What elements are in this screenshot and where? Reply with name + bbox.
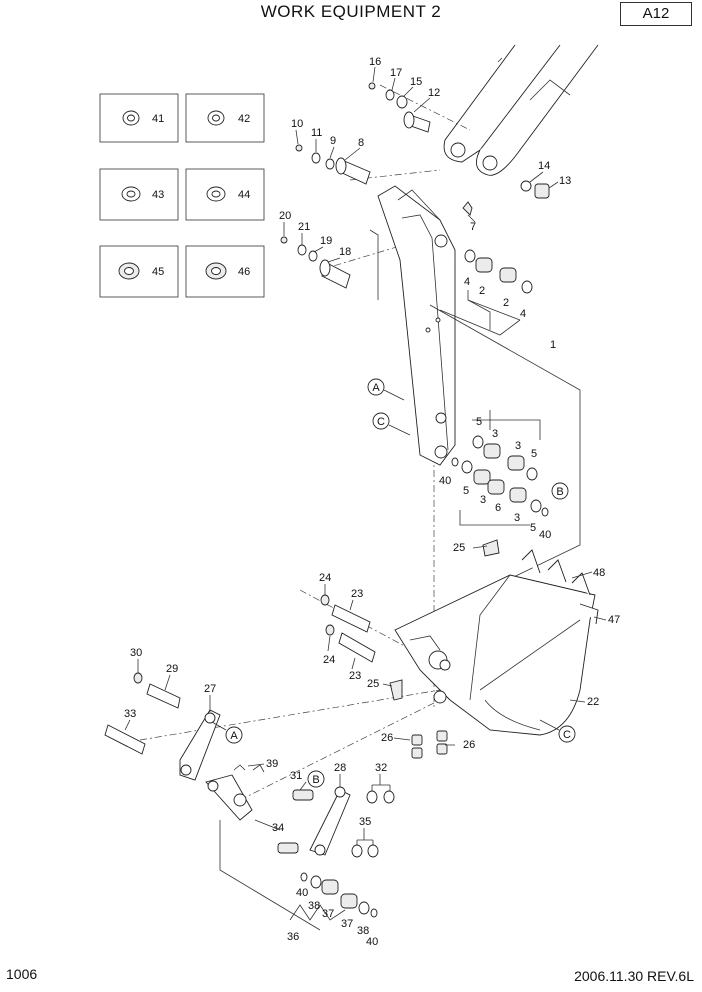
- part-label-8: 8: [358, 137, 364, 149]
- part-label-38: 38: [357, 925, 369, 937]
- part-label-10: 10: [291, 118, 303, 130]
- part-label-33: 33: [124, 708, 136, 720]
- inset-box-41: 41: [99, 93, 179, 143]
- callout-A-lower: A: [211, 721, 243, 744]
- svg-text:A: A: [230, 730, 238, 742]
- bucket-link-drawing: [369, 185, 456, 466]
- page-number: 1006: [6, 966, 38, 982]
- part-label-40: 40: [366, 936, 378, 948]
- part-label-38: 38: [308, 900, 320, 912]
- page-code-box: A12: [620, 2, 692, 26]
- part-label-15: 15: [410, 76, 422, 88]
- part-label-17: 17: [390, 67, 402, 79]
- label-leader-lines: [124, 66, 607, 845]
- part-label-37: 37: [341, 918, 353, 930]
- part-label-5: 5: [531, 448, 537, 460]
- svg-text:B: B: [556, 486, 563, 498]
- part-label-3: 3: [515, 440, 521, 452]
- inset-label-42: 42: [238, 113, 250, 125]
- part-label-39: 39: [266, 758, 278, 770]
- part-label-2: 2: [503, 297, 509, 309]
- part-label-21: 21: [298, 221, 310, 233]
- part-label-13: 13: [559, 175, 571, 187]
- inset-box-45: 45: [99, 245, 179, 298]
- side-pins: [320, 594, 376, 663]
- svg-text:C: C: [563, 729, 571, 741]
- part-label-47: 47: [608, 614, 620, 626]
- callout-C-upper: C: [372, 412, 411, 436]
- part-label-40: 40: [439, 475, 451, 487]
- part-label-40: 40: [539, 529, 551, 541]
- part-label-37: 37: [322, 908, 334, 920]
- inset-box-44: 44: [185, 168, 265, 221]
- part-label-25: 25: [453, 542, 465, 554]
- part-label-4: 4: [464, 276, 470, 288]
- part-label-20: 20: [279, 210, 291, 222]
- part-label-40: 40: [296, 887, 308, 899]
- callout-A-upper: A: [367, 378, 405, 401]
- part-label-22: 22: [587, 696, 599, 708]
- inset-label-43: 43: [152, 189, 164, 201]
- bucket-drawing: [389, 539, 599, 736]
- part-label-32: 32: [375, 762, 387, 774]
- part-label-23: 23: [351, 588, 363, 600]
- part-label-35: 35: [359, 816, 371, 828]
- part-label-16: 16: [369, 56, 381, 68]
- part-label-11: 11: [311, 127, 322, 139]
- part-label-24: 24: [323, 654, 335, 666]
- part-label-28: 28: [334, 762, 346, 774]
- part-label-4: 4: [520, 308, 526, 320]
- svg-text:B: B: [312, 774, 319, 786]
- part-label-3: 3: [480, 494, 486, 506]
- diagram-title: WORK EQUIPMENT 2: [260, 2, 442, 21]
- bushing-group-lower: [451, 435, 549, 517]
- inset-label-44: 44: [238, 189, 250, 201]
- lower-link-assembly: [104, 672, 448, 931]
- inset-label-41: 41: [152, 113, 164, 125]
- part-label-3: 3: [492, 428, 498, 440]
- part-label-1: 1: [550, 339, 556, 351]
- pin-group-upper: [280, 82, 550, 289]
- part-label-27: 27: [204, 683, 216, 695]
- part-label-23: 23: [349, 670, 361, 682]
- part-label-19: 19: [320, 235, 332, 247]
- callout-B-lower: B: [307, 770, 325, 788]
- inset-box-42: 42: [185, 93, 265, 143]
- callout-B-upper: B: [551, 482, 569, 500]
- part-label-26: 26: [381, 732, 393, 744]
- part-label-36: 36: [287, 931, 299, 943]
- part-label-12: 12: [428, 87, 440, 99]
- part-label-2: 2: [479, 285, 485, 297]
- svg-text:A: A: [372, 382, 380, 394]
- part-label-7: 7: [470, 221, 476, 233]
- inset-box-43: 43: [99, 168, 179, 221]
- inset-box-46: 46: [185, 245, 265, 298]
- svg-text:C: C: [377, 416, 385, 428]
- inset-label-45: 45: [152, 266, 164, 278]
- part-label-26: 26: [463, 739, 475, 751]
- arm-end-drawing: [443, 44, 599, 176]
- part-label-48: 48: [593, 567, 605, 579]
- callout-C-lower: C: [539, 719, 576, 743]
- part-label-24: 24: [319, 572, 331, 584]
- part-label-5: 5: [463, 485, 469, 497]
- part-label-5: 5: [530, 522, 536, 534]
- part-label-29: 29: [166, 663, 178, 675]
- bushing-group-upper: [464, 249, 533, 294]
- part-number-labels: 1 2 2 3 3 3 3 4 4 5 5 5 5 6 7 8 9 10 11 …: [124, 56, 620, 948]
- part-label-34: 34: [272, 822, 284, 834]
- inset-label-46: 46: [238, 266, 250, 278]
- part-label-14: 14: [538, 160, 550, 172]
- part-label-30: 30: [130, 647, 142, 659]
- part-label-3: 3: [514, 512, 520, 524]
- part-label-6: 6: [495, 502, 501, 514]
- part-label-9: 9: [330, 135, 336, 147]
- part-label-5: 5: [476, 416, 482, 428]
- revision-date: 2006.11.30 REV.6L: [574, 968, 694, 984]
- part-label-25: 25: [367, 678, 379, 690]
- part-label-31: 31: [290, 770, 302, 782]
- part-label-18: 18: [339, 246, 351, 258]
